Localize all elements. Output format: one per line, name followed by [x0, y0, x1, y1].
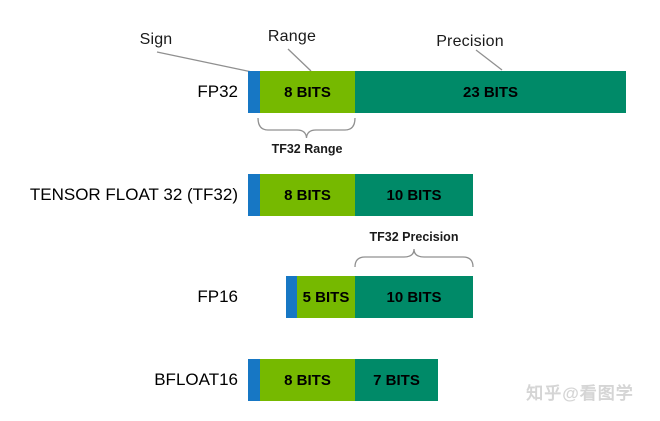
watermark: 知乎@看图学	[526, 384, 634, 403]
row-label-fp16: FP16	[197, 287, 238, 306]
row-label-tf32: TENSOR FLOAT 32 (TF32)	[29, 185, 238, 204]
tf32-range-caption: TF32 Range	[271, 142, 343, 156]
tf32-precision-caption: TF32 Precision	[369, 230, 459, 244]
row-label-bfloat16: BFLOAT16	[154, 370, 238, 389]
fp32-sign-bit	[248, 71, 260, 113]
legend-precision-label: Precision	[436, 33, 504, 50]
tf32-range-brace	[257, 117, 356, 139]
legend-sign-label: Sign	[139, 31, 173, 48]
fp16-range-segment: 5 BITS	[297, 276, 355, 318]
bfloat16-range-segment: 8 BITS	[260, 359, 355, 401]
tf32-bar: 8 BITS 10 BITS	[248, 174, 473, 216]
tf32-sign-bit	[248, 174, 260, 216]
fp32-range-segment: 8 BITS	[260, 71, 355, 113]
tf32-precision-segment: 10 BITS	[355, 174, 473, 216]
fp32-precision-segment: 23 BITS	[355, 71, 626, 113]
legend-range-label: Range	[267, 28, 317, 45]
precision-leader-line	[475, 49, 503, 71]
fp32-bar: 8 BITS 23 BITS	[248, 71, 626, 113]
bfloat16-precision-segment: 7 BITS	[355, 359, 438, 401]
range-leader-line	[287, 48, 312, 72]
row-label-fp32: FP32	[197, 82, 238, 101]
bfloat16-bar: 8 BITS 7 BITS	[248, 359, 438, 401]
fp16-bar: 5 BITS 10 BITS	[286, 276, 473, 318]
sign-leader-line	[156, 51, 253, 73]
tf32-range-segment: 8 BITS	[260, 174, 355, 216]
tf32-precision-brace	[354, 248, 474, 268]
fp16-sign-bit	[286, 276, 297, 318]
bfloat16-sign-bit	[248, 359, 260, 401]
fp16-precision-segment: 10 BITS	[355, 276, 473, 318]
